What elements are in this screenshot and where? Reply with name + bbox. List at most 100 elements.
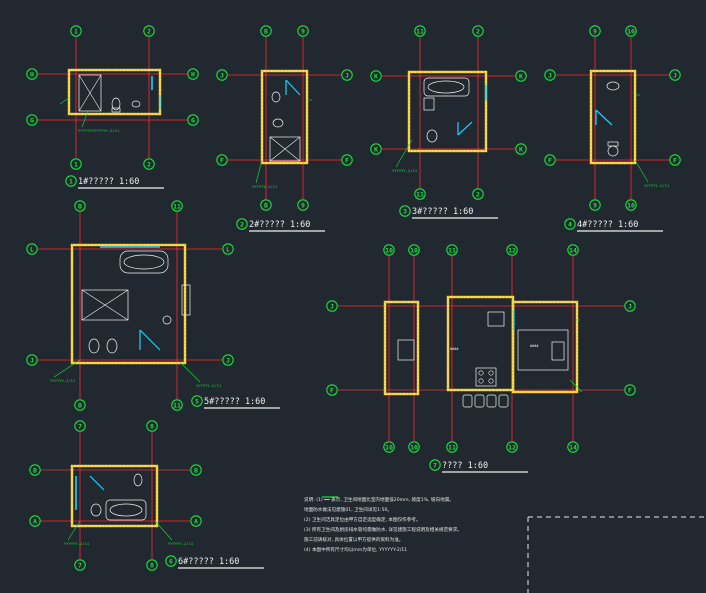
plan-3-bathtub (423, 77, 470, 97)
plan-5-door-swing (139, 329, 161, 351)
plan-6-door-swing (89, 475, 105, 491)
plan-6-axis-top-bubble-1-label: 8 (150, 422, 154, 430)
plan-4-axis-top-bubble-1-circle (625, 25, 637, 37)
plan-7-axis-top-bubble-1-circle (408, 244, 420, 256)
plan-5-leader-2-line (179, 361, 201, 383)
plan-2-axis-top-bubble-1-circle (297, 25, 309, 37)
plan-1-axis-bottom-bubble-0-circle (70, 158, 82, 170)
plan-6-number: 6 (169, 557, 173, 565)
plan-3-bathtub-inner (427, 80, 465, 94)
plan-6-axis-right-bubble-0-label: B (194, 466, 198, 474)
plan-5-basin (162, 315, 172, 325)
plan-2-door-swing (285, 79, 301, 96)
plan-7-walls-center-hatch (447, 296, 514, 391)
plan-3-axis-top-bubble-0-circle (414, 25, 426, 37)
plan-2-axis-left-bubble-0-circle (216, 69, 228, 81)
plan-2-axis-top-bubble-0-label: B (264, 27, 268, 35)
plan-5-leader-line (53, 359, 81, 378)
plan-5-axis-bottom-bubble-1-circle (171, 399, 183, 411)
plan-4-number-circle (564, 218, 576, 230)
plan-2-axis-bottom-bubble-0-label: B (264, 201, 268, 209)
plan-7-axis-bottom-bubble-4-label: 14 (569, 443, 577, 451)
plan-6-axis-left-bubble-0-label: B (33, 466, 37, 474)
plan-7-axis-top-bubble-2-label: 11 (448, 246, 456, 254)
plan-3-title: 3#????? 1:60 (412, 207, 473, 217)
plan-7-burner-2 (488, 370, 494, 376)
plan-1-axis-bottom-bubble-1-label: 2 (147, 160, 151, 168)
title-frame (527, 516, 706, 593)
plan-5-shower-tray (81, 289, 129, 321)
plan-1-axis-left-bubble-1-circle (26, 114, 38, 126)
plan-1-leader-line (81, 110, 89, 128)
plan-7-cabinet-west (397, 339, 415, 361)
plan-6-axis-top-bubble-0-circle (74, 420, 86, 432)
plan-7-stool-0 (462, 394, 473, 408)
plan-1-shower-diag-2 (78, 74, 102, 112)
plan-2-walls-hatch (261, 70, 308, 164)
plan-7-axis-bottom-bubble-3-label: 12 (508, 443, 516, 451)
note-line-2: 地面防水做法见建施01, 卫生间详见1:50。 (304, 508, 392, 513)
plan-4-basin (606, 81, 620, 91)
plan-6-title: 6#????? 1:60 (178, 557, 239, 567)
plan-3-leader-line (395, 139, 413, 168)
plan-7-axis-left-bubble-1-label: F (330, 386, 334, 394)
plan-1-axis-top-bubble-0-label: 1 (74, 27, 78, 35)
plan-1-basin (131, 100, 141, 108)
plan-3-leader-text: YYYYYY-2/11 (392, 168, 418, 173)
plan-7-axis-left-bubble-0-label: J (330, 302, 334, 310)
plan-1-toilet (111, 97, 121, 111)
plan-6-leader-2-line (154, 520, 173, 541)
plan-2-number-circle (236, 218, 248, 230)
plan-7-burner-4 (488, 378, 494, 384)
plan-7-counter-east (517, 329, 569, 371)
plan-6-axis-right-bubble-1-label: A (194, 517, 198, 525)
plan-5-walls-hatch (71, 244, 186, 364)
plan-3-number-circle (399, 205, 411, 217)
plan-1-axis-right-bubble-1-label: G (191, 116, 195, 124)
plan-7-dim-tick-2 (569, 379, 583, 393)
plan-5-axis-left-bubble-0-circle (26, 243, 38, 255)
plan-4-leader-line (634, 159, 649, 183)
plan-4-axis-right-bubble-1-label: F (673, 156, 677, 164)
plan-1-axis-left-bubble-0-label: H (30, 70, 34, 78)
plan-2-axis-right-bubble-1-label: F (345, 156, 349, 164)
plan-1-axis-right-bubble-1-circle (187, 114, 199, 126)
plan-2-toilet (271, 91, 281, 103)
plan-5-axis-left-bubble-1-label: J (30, 356, 34, 364)
plan-7-stool-3 (498, 394, 509, 408)
plan-7-axis-right-bubble-0-circle (624, 300, 636, 312)
plan-6-axis-left-bubble-1-label: A (33, 517, 37, 525)
note-line-5: 施工前请核对, 具体位置以甲方提供的资料为准。 (304, 538, 404, 543)
plan-5-title: 5#????? 1:60 (204, 397, 265, 407)
plan-2-axis-right-bubble-1-circle (341, 154, 353, 166)
plan-7-number: 7 (433, 461, 437, 469)
plan-3-axis-bottom-bubble-0-label: 11 (416, 190, 424, 198)
plan-4-title: 4#????? 1:60 (577, 220, 638, 230)
plan-4-axis-top-bubble-0-label: 9 (593, 27, 597, 35)
plan-6-toilet (90, 503, 102, 517)
plan-1-axis-top-bubble-0-circle (70, 25, 82, 37)
plan-6-number-circle (165, 555, 177, 567)
plan-3-axis-top-bubble-1-circle (472, 25, 484, 37)
plan-6-leader-2-text: YYYYYY-2/11 (168, 541, 194, 546)
plan-6-axis-left-bubble-1-circle (29, 515, 41, 527)
plan-5-axis-top-bubble-1-circle (171, 200, 183, 212)
plan-7-axis-bottom-bubble-1-circle (408, 441, 420, 453)
plan-6-axis-bottom-bubble-0-circle (74, 559, 86, 571)
plan-2-axis-right-bubble-0-label: J (345, 71, 349, 79)
plan-2-shower-tray (269, 136, 301, 162)
plan-5-number: 5 (195, 397, 199, 405)
plan-7-axis-bottom-bubble-4-circle (567, 441, 579, 453)
plan-3-axis-bottom-bubble-0-circle (414, 188, 426, 200)
plan-5-axis-right-bubble-0-circle (222, 243, 234, 255)
plan-5-axis-bottom-bubble-1-label: 11 (173, 401, 181, 409)
plan-1-leader-text: YYYYYYYYYYYYY-2/11 (78, 128, 120, 133)
plan-6-axis-right-bubble-0-circle (190, 464, 202, 476)
plan-1-dim-tick (59, 97, 70, 105)
plan-3-axis-right-bubble-1-circle (515, 143, 527, 155)
plan-7-axis-bottom-bubble-0-label: 10 (385, 443, 393, 451)
